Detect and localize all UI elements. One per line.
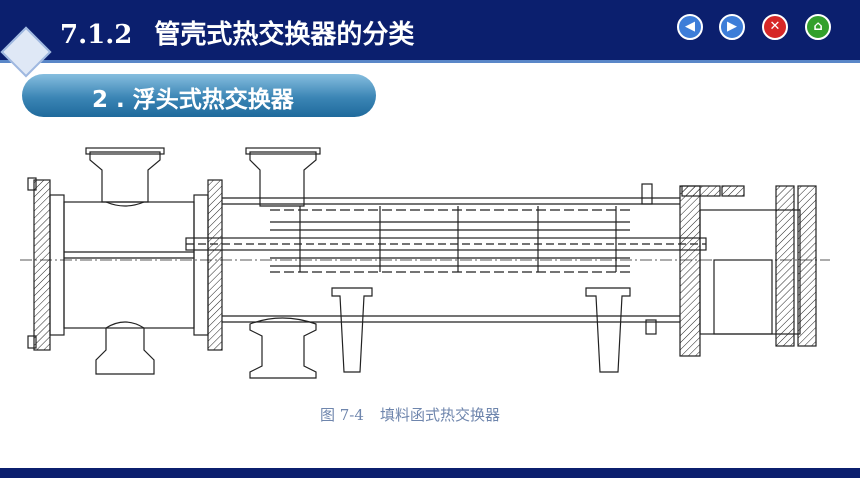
back-arrow-icon: ◀ <box>685 19 695 34</box>
forward-button[interactable]: ▶ <box>719 14 745 40</box>
figure-number: 图 7-4 <box>320 406 364 424</box>
section-number: 7.1.2 <box>60 20 133 50</box>
subheading-text: 2 . 浮头式热交换器 <box>92 87 294 113</box>
figure-caption: 图 7-4 填料函式热交换器 <box>320 404 500 425</box>
close-icon: ✕ <box>769 19 781 34</box>
figure-caption-text: 填料函式热交换器 <box>379 406 500 424</box>
subheading-pill <box>22 74 376 117</box>
header-bar <box>0 0 860 60</box>
home-icon: ⌂ <box>813 19 823 34</box>
close-button[interactable]: ✕ <box>762 14 788 40</box>
section-title: 管壳式热交换器的分类 <box>154 20 415 50</box>
forward-arrow-icon: ▶ <box>727 19 737 34</box>
back-button[interactable]: ◀ <box>677 14 703 40</box>
page-title: 7.1.2 管壳式热交换器的分类 <box>60 14 414 51</box>
heat-exchanger-drawing <box>20 147 830 379</box>
bottom-bar <box>0 468 860 478</box>
header-rule <box>0 60 860 63</box>
home-button[interactable]: ⌂ <box>805 14 831 40</box>
